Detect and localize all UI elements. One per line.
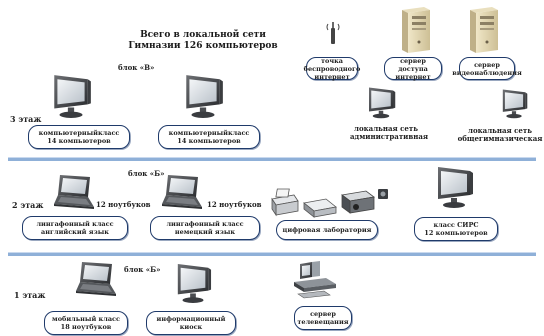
server-video-box: сервер видеонаблюдения [452,57,522,80]
computer-class-1-label: компьютерныйкласс 14 компьютеров [38,129,120,145]
mobile-class-label: мобильный класс 18 ноутбуков [52,315,120,331]
kiosk-box: информационный киоск [146,311,236,335]
computer-class-2-box: компьютерныйкласс 14 компьютеров [158,125,260,149]
floor-3-label: 3 этаж [10,114,42,124]
lan-admin-monitor-icon [366,86,396,119]
sirs-monitor-icon [434,165,474,209]
server-access-label: сервер доступа интернет [395,56,431,81]
tv-server-workstation-icon [294,261,336,299]
digital-lab-label: цифровая лаборатория [282,226,372,234]
block-v-label: блок «В» [118,63,155,72]
server-access-icon [398,6,432,54]
german-lab-box: лингафонный класс немецкий язык [150,216,260,240]
wireless-point-label: точка беспроводного интернет [303,56,361,81]
mobile-class-box: мобильный класс 18 ноутбуков [44,311,128,335]
title-line-1: Всего в локальной сети [140,30,266,40]
english-lab-label: лингафонный класс английский язык [36,220,114,236]
kiosk-label: информационный киоск [156,315,226,331]
english-lab-box: лингафонный класс английский язык [22,216,128,240]
lan-admin-label: локальная сеть административная [350,124,429,141]
laptops-count-2: 12 ноутбуков [207,200,262,209]
german-lab-label: лингафонный класс немецкий язык [166,220,244,236]
floor-separator-bottom [8,252,536,256]
floor-2-label: 2 этаж [12,200,44,210]
floor-1-label: 1 этаж [14,290,46,300]
digital-lab-devices-icon [271,188,388,218]
wireless-antenna-icon [326,22,340,44]
kiosk-monitor-icon [174,262,212,304]
sirs-class-label: класс СИРС 12 компьютеров [424,221,488,237]
floor-separator-top [8,157,536,161]
tv-server-box: сервер телевещания [294,306,352,330]
sirs-class-box: класс СИРС 12 компьютеров [414,217,498,241]
mobile-class-laptop-icon [74,260,118,300]
laptop-german-icon [160,173,204,213]
server-access-box: сервер доступа интернет [384,56,442,81]
title-line-2: Гимназии 126 компьютеров [128,41,278,51]
computer-class-2-label: компьютерныйкласс 14 компьютеров [168,129,250,145]
class2-monitor-icon [182,73,224,119]
computer-class-1-box: компьютерныйкласс 14 компьютеров [28,125,130,149]
server-video-label: сервер видеонаблюдения [452,60,522,77]
class1-monitor-icon [50,73,92,119]
block-b-second-label: блок «Б» [128,169,165,178]
diagram-title: Всего в локальной сети Гимназии 126 комп… [118,30,288,52]
lan-general-label: локальная сеть общегимназическая [457,126,543,143]
block-b-first-label: блок «Б» [124,265,161,274]
server-video-icon [466,6,500,54]
laptop-english-icon [52,173,96,213]
laptops-count-1: 12 ноутбуков [96,200,151,209]
digital-lab-box: цифровая лаборатория [276,220,378,240]
lan-general-monitor-icon [500,88,528,119]
tv-server-label: сервер телевещания [297,310,349,326]
wireless-point-box: точка беспроводного интернет [303,56,361,81]
